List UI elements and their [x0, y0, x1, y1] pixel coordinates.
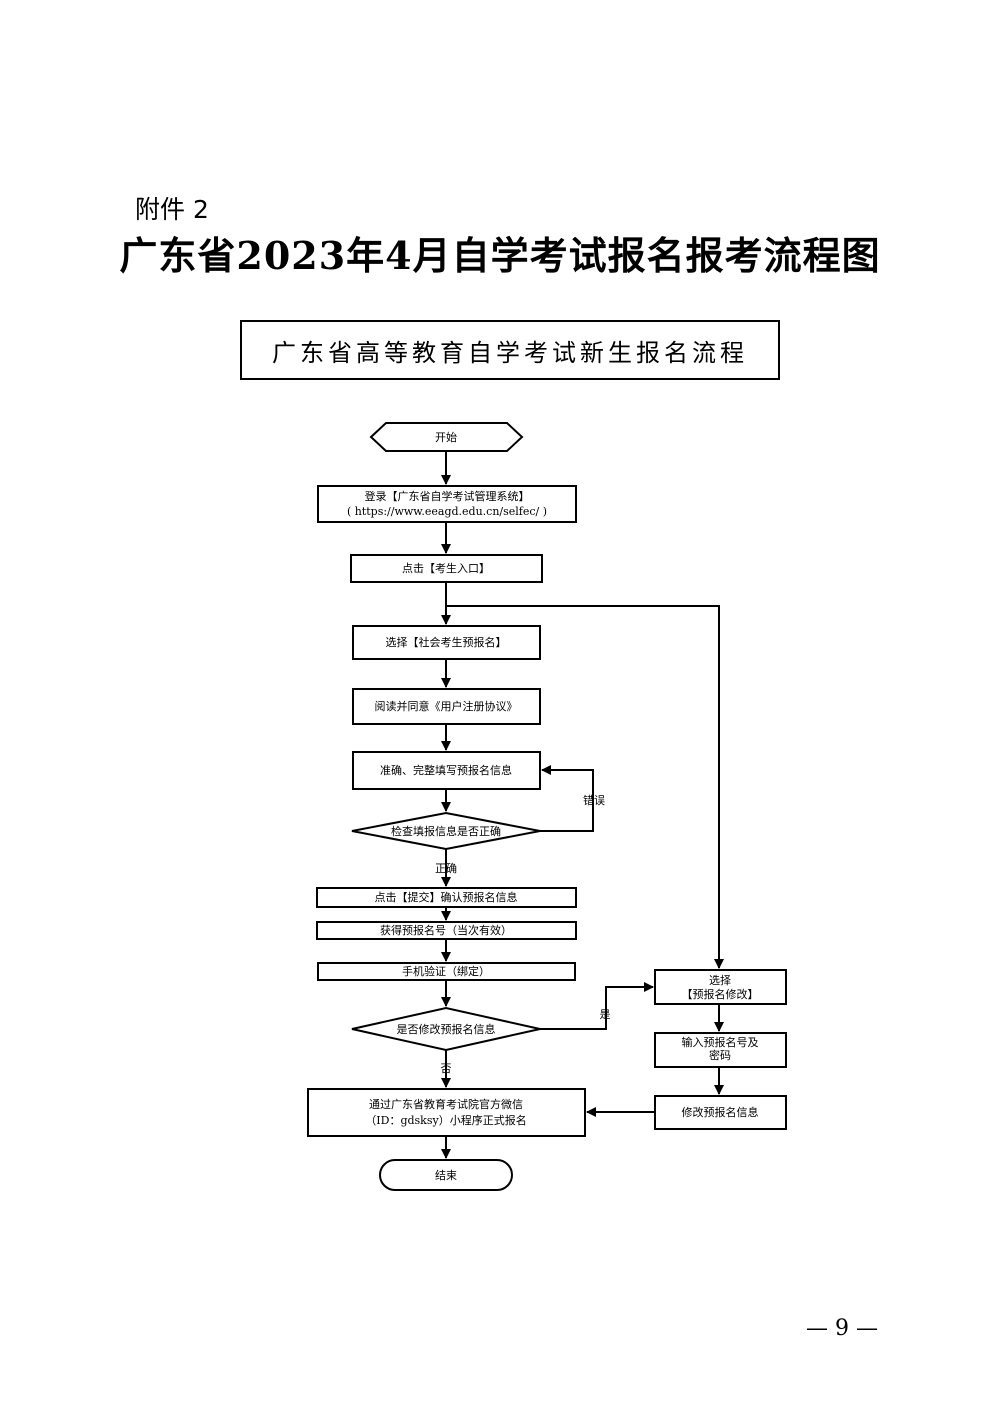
- select-modify-label-2: 【预报名修改】: [682, 987, 759, 1001]
- get-number-label: 获得预报名号（当次有效）: [380, 923, 512, 937]
- login-label-1: 登录【广东省自学考试管理系统】: [365, 489, 530, 503]
- input-number-label-1: 输入预报名号及: [682, 1035, 759, 1049]
- input-number-label-2: 密码: [709, 1048, 731, 1062]
- modify-info-label: 修改预报名信息: [682, 1105, 759, 1119]
- wrong-label: 错误: [583, 793, 605, 807]
- arrow-check-wrong: [540, 765, 594, 832]
- select-modify-box: [654, 969, 787, 1005]
- fill-info-box: [352, 751, 541, 790]
- arrow-modifyq-yes: [540, 982, 654, 1030]
- login-box: [317, 485, 577, 523]
- phone-verify-label: 手机验证（绑定）: [402, 964, 490, 978]
- login-label-2: ( https://www.eeagd.edu.cn/selfec/ ): [347, 505, 547, 518]
- click-entry-label: 点击【考生入口】: [402, 561, 490, 575]
- yes-label: 是: [600, 1008, 611, 1021]
- submit-label: 点击【提交】确认预报名信息: [375, 890, 518, 904]
- line-entry-modify-branch: [446, 605, 724, 969]
- document-title: 广东省2023年4月自学考试报名报考流程图: [119, 233, 881, 278]
- end-label: 结束: [435, 1169, 457, 1182]
- no-label: 否: [441, 1062, 452, 1075]
- select-prereg-label: 选择【社会考生预报名】: [386, 635, 507, 649]
- start-node: [369, 422, 524, 452]
- modify-question-label: 是否修改预报名信息: [397, 1022, 496, 1036]
- modify-info-box: [654, 1095, 787, 1130]
- final-register-label-1: 通过广东省教育考试院官方微信: [369, 1097, 523, 1111]
- page-number: — 9 —: [806, 1316, 878, 1341]
- final-register-box: [307, 1088, 586, 1137]
- correct-label: 正确: [435, 862, 457, 875]
- read-agree-label: 阅读并同意《用户注册协议》: [375, 699, 518, 713]
- select-modify-label-1: 选择: [709, 973, 731, 987]
- end-node: [379, 1159, 513, 1191]
- fill-info-label: 准确、完整填写预报名信息: [380, 763, 512, 777]
- attachment-label: 附件 2: [135, 195, 209, 224]
- select-prereg-box: [352, 625, 541, 660]
- check-info-label: 检查填报信息是否正确: [391, 824, 501, 838]
- final-register-label-2: （ID：gdsksy）小程序正式报名: [365, 1113, 526, 1127]
- input-number-box: [654, 1032, 787, 1068]
- flowchart-header: 广东省高等教育自学考试新生报名流程: [240, 320, 780, 380]
- start-label: 开始: [435, 430, 457, 444]
